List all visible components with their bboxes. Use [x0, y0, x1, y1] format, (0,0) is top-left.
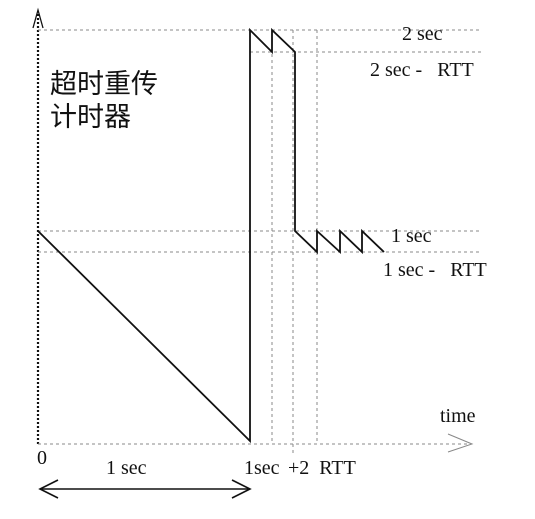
- x-axis-arrow-icon: [447, 433, 474, 453]
- y-label-line-1: 超时重传: [50, 69, 158, 99]
- level-label-2sec: 2 sec: [402, 23, 443, 45]
- x-tick-1sec: 1sec: [244, 457, 280, 479]
- y-axis-arrow-icon: [32, 7, 44, 29]
- span-arrow-left-icon: [38, 479, 59, 499]
- x-tick-plus-2rtt: +2 RTT: [288, 457, 356, 479]
- x-tick-origin: 0: [37, 447, 47, 469]
- x-axis-label: time: [440, 405, 476, 427]
- timer-curve: [37, 27, 385, 444]
- level-label-2sec-minus-rtt: 2 sec - RTT: [370, 59, 474, 81]
- span-arrow-right-icon: [231, 479, 252, 499]
- y-label-line-2: 计时器: [50, 102, 131, 132]
- one-sec-span-label: 1 sec: [106, 457, 147, 479]
- level-label-1sec: 1 sec: [391, 225, 432, 247]
- level-label-1sec-minus-rtt: 1 sec - RTT: [383, 259, 487, 281]
